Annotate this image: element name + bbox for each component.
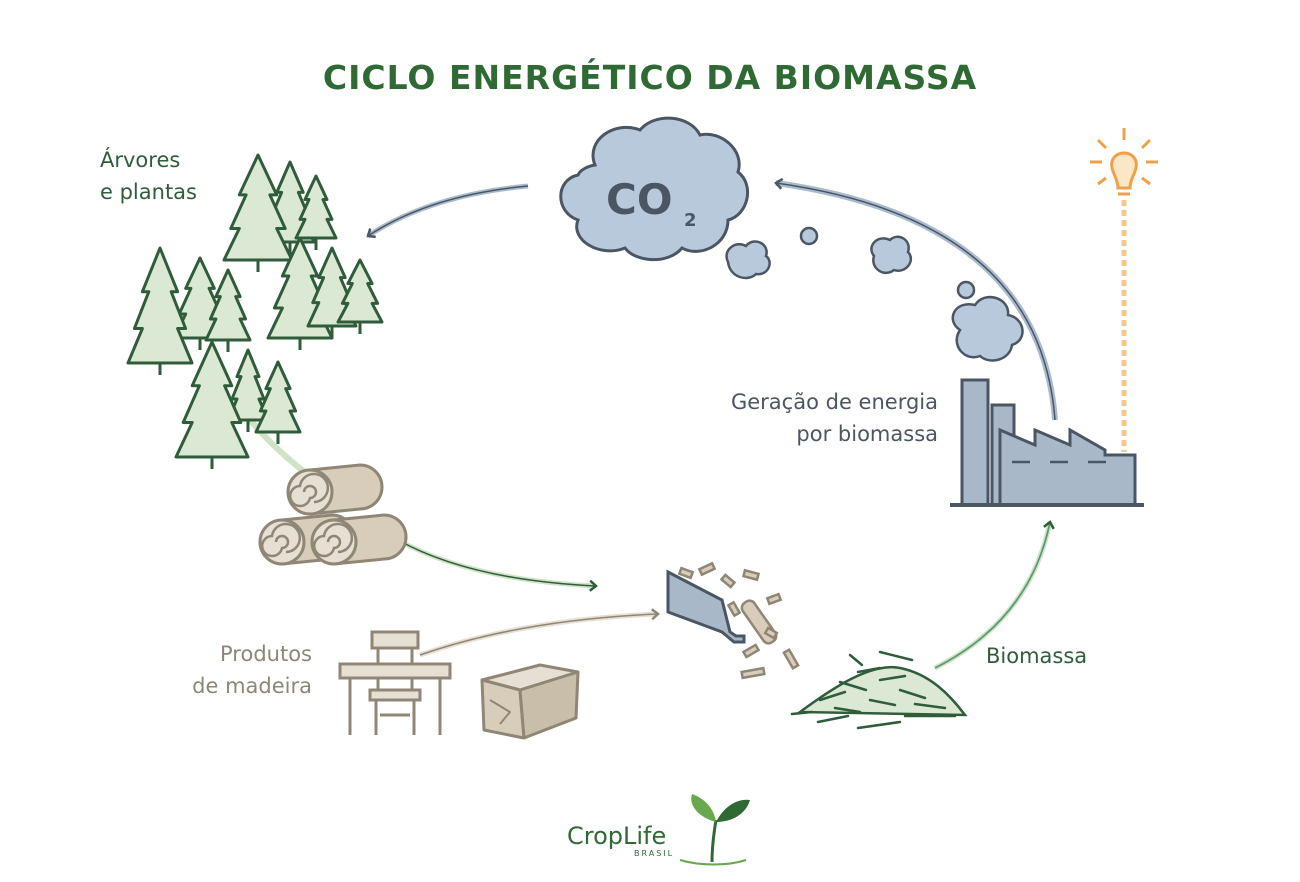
chair-icon bbox=[368, 630, 422, 735]
label-trees-line1: Árvores bbox=[100, 148, 181, 172]
label-products-line2: de madeira bbox=[192, 674, 312, 698]
seedling-logo-icon bbox=[679, 794, 750, 866]
brand-logo-subtitle: BRASIL bbox=[634, 849, 675, 858]
trees-and-plants-illustration bbox=[126, 153, 384, 469]
factory-icon bbox=[950, 295, 1144, 507]
label-trees-and-plants: Árvores e plantas bbox=[100, 144, 197, 208]
brand-logo-name: CropLife bbox=[567, 822, 667, 850]
label-products-line1: Produtos bbox=[220, 642, 312, 666]
label-energy-line1: Geração de energia bbox=[730, 390, 938, 414]
cycle-arrows bbox=[247, 177, 1058, 671]
smoke-puffs bbox=[725, 226, 976, 300]
cardboard-box-icon bbox=[480, 663, 580, 740]
page-title: CICLO ENERGÉTICO DA BIOMASSA bbox=[322, 58, 978, 97]
label-trees-line2: e plantas bbox=[100, 180, 197, 204]
log-pile-icon bbox=[258, 463, 408, 566]
arrow-logs-to-chipper bbox=[396, 537, 597, 589]
table-icon bbox=[338, 662, 452, 735]
label-energy-line2: por biomassa bbox=[796, 422, 938, 446]
co2-cloud-label: CO bbox=[606, 175, 673, 224]
label-energy-generation: Geração de energia por biomassa bbox=[731, 386, 938, 450]
wood-chipper-icon bbox=[666, 561, 800, 680]
arrow-factory-to-co2 bbox=[775, 180, 1058, 421]
light-bulb-icon bbox=[1090, 128, 1158, 452]
arrow-co2-to-trees bbox=[366, 183, 529, 239]
biomass-pile-icon bbox=[790, 650, 968, 730]
arrow-products-to-chipper bbox=[419, 611, 659, 658]
co2-cloud-subscript: 2 bbox=[684, 210, 697, 231]
co2-cloud-icon: CO 2 bbox=[559, 116, 749, 262]
label-biomass: Biomassa bbox=[986, 644, 1088, 668]
label-wood-products: Produtos de madeira bbox=[192, 638, 312, 702]
